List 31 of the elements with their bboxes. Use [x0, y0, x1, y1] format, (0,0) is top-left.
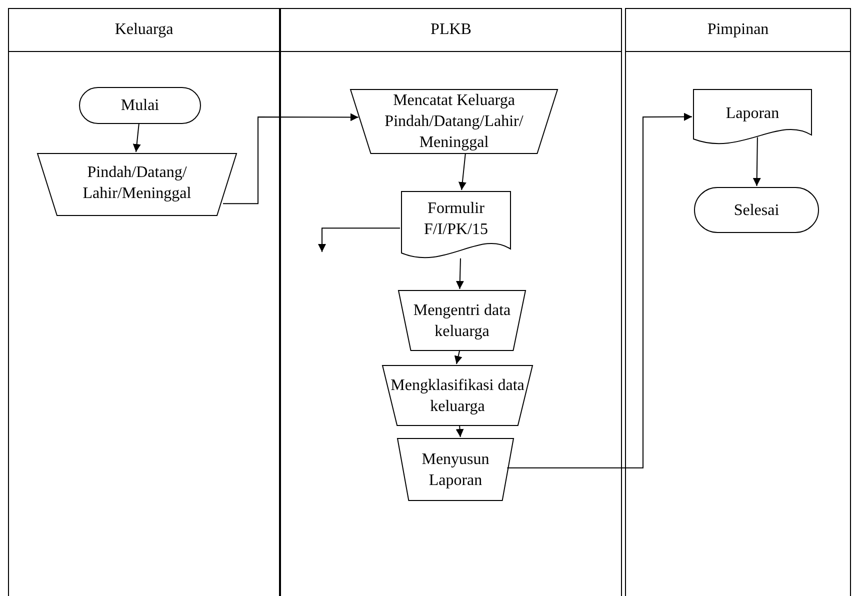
arrow: [456, 424, 464, 438]
arrow: [454, 350, 462, 364]
step-label: Mulai: [120, 96, 160, 116]
step-label: Mengklasifikasi data keluarga: [390, 376, 526, 416]
lane-title: Keluarga: [114, 21, 174, 39]
step-label: Mengentri data keluarga: [412, 300, 512, 342]
arrow: [752, 136, 761, 186]
manual-operation-shape: [397, 438, 514, 501]
lane-title: PLKB: [430, 21, 472, 39]
terminator-shape: [694, 187, 819, 233]
manual-operation-shape: [350, 89, 558, 154]
step-label: Selesai: [734, 200, 780, 220]
swimlane: [280, 8, 622, 596]
arrow: [222, 113, 359, 204]
swimlane: [8, 8, 280, 596]
arrow: [458, 152, 466, 190]
manual-operation-shape: [382, 365, 533, 426]
manual-operation-shape: [37, 153, 237, 216]
arrow: [132, 122, 141, 152]
step-label: Formulir F/I/PK/15: [422, 199, 489, 240]
terminator-shape: [79, 87, 201, 124]
step-label: Laporan: [726, 104, 780, 124]
step-label: Mencatat Keluarga Pindah/Datang/Lahir/ Meninggal: [384, 91, 524, 153]
step-label: Menyusun Laporan: [420, 450, 490, 490]
arrow: [456, 258, 464, 290]
step-label: Pindah/Datang/ Lahir/Meninggal: [82, 162, 192, 204]
arrow: [506, 112, 692, 468]
arrow: [318, 228, 400, 252]
lane-title: Pimpinan: [707, 21, 769, 39]
manual-operation-shape: [398, 290, 526, 351]
swimlane: [625, 8, 851, 596]
